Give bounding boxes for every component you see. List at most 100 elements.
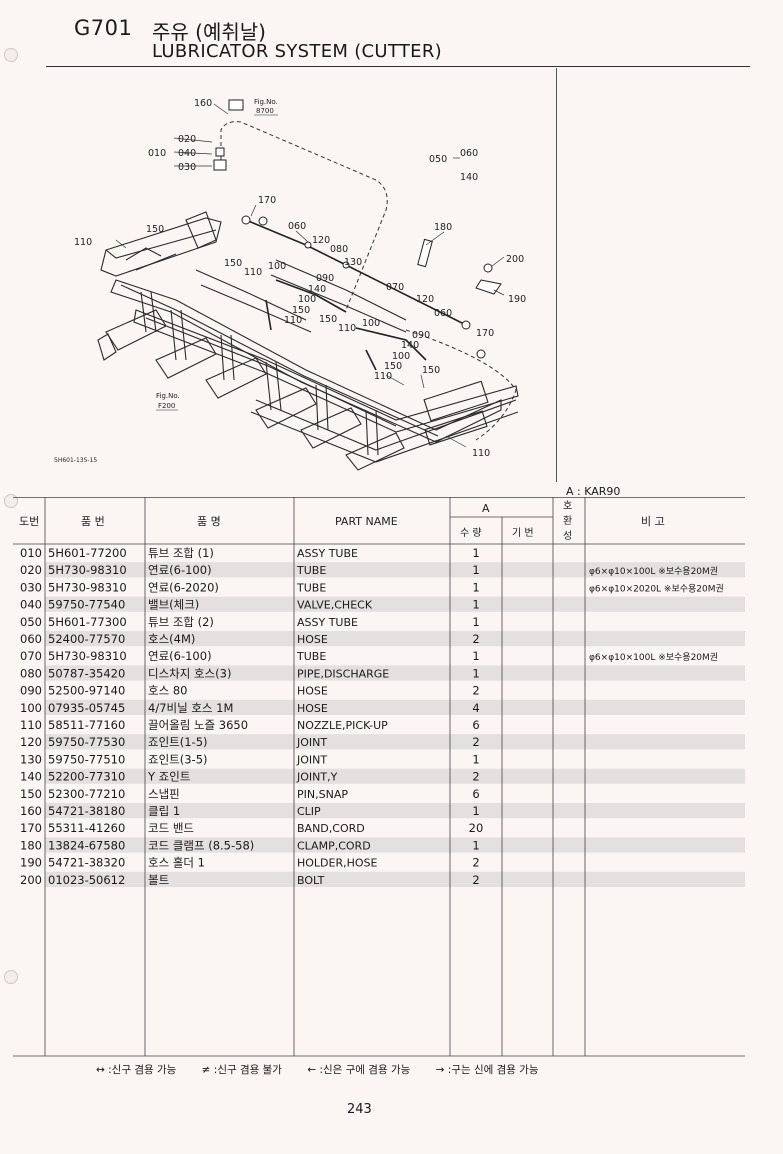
header-model-a: A <box>482 502 490 515</box>
callout-110: 110 <box>338 323 356 334</box>
row-shade <box>45 699 745 715</box>
binder-hole <box>4 48 18 62</box>
callout-110: 110 <box>284 315 302 326</box>
korean-name: 스냅핀 <box>148 787 180 801</box>
part-number: 13824-67580 <box>48 838 125 852</box>
callout-180: 180 <box>434 222 452 233</box>
quantity: 2 <box>472 684 479 698</box>
part-name: ASSY TUBE <box>297 616 358 629</box>
quantity: 6 <box>472 718 479 732</box>
row-number: 170 <box>20 821 42 835</box>
part-number: 5H730-98310 <box>48 649 127 663</box>
quantity: 6 <box>472 787 479 801</box>
callout-120: 120 <box>312 235 330 246</box>
row-number: 120 <box>20 735 42 749</box>
korean-name: 연료(6-2020) <box>148 580 219 594</box>
callout-190: 190 <box>508 294 526 305</box>
quantity: 1 <box>472 804 479 818</box>
row-number: 100 <box>20 701 42 715</box>
quantity: 4 <box>472 701 479 715</box>
part-number: 07935-05745 <box>48 701 125 715</box>
korean-name: 호스(4M) <box>148 632 195 646</box>
korean-name: 볼트 <box>148 873 169 887</box>
quantity: 1 <box>472 752 479 766</box>
header-part-name: PART NAME <box>335 515 398 528</box>
header-interchange: 호 <box>563 500 572 512</box>
callout-090: 090 <box>412 330 430 341</box>
row-shade <box>45 803 745 819</box>
callout-060: 060 <box>288 221 306 232</box>
korean-name: 클립 1 <box>148 804 180 818</box>
part-name: JOINT,Y <box>296 771 338 784</box>
callout-090: 090 <box>316 273 334 284</box>
quantity: 2 <box>472 873 479 887</box>
row-number: 030 <box>20 580 42 594</box>
part-name: HOSE <box>297 633 328 646</box>
part-number: 59750-77510 <box>48 752 125 766</box>
title-korean: 주유 (예취날) <box>152 20 266 44</box>
row-number: 070 <box>20 649 42 663</box>
korean-name: 밸브(체크) <box>148 598 199 612</box>
remark: φ6×φ10×100L ※보수용20M권 <box>589 651 718 663</box>
korean-name: 디스차지 호스(3) <box>148 666 231 680</box>
callout-130: 130 <box>344 257 362 268</box>
part-name: CLIP <box>297 805 321 818</box>
part-number: 52300-77210 <box>48 787 125 801</box>
part-name: HOLDER,HOSE <box>297 857 378 870</box>
row-number: 180 <box>20 838 42 852</box>
quantity: 2 <box>472 735 479 749</box>
callout-070: 070 <box>386 282 404 293</box>
callout-100: 100 <box>268 261 286 272</box>
korean-name: 연료(6-100) <box>148 563 212 577</box>
part-name: JOINT <box>296 753 327 766</box>
part-name: VALVE,CHECK <box>297 599 373 612</box>
row-number: 130 <box>20 752 42 766</box>
leader-lines <box>115 103 505 448</box>
legend-item: → :구는 신에 겸용 가능 <box>435 1064 539 1076</box>
callout-100: 100 <box>362 318 380 329</box>
quantity: 1 <box>472 580 479 594</box>
callout-100: 100 <box>298 294 316 305</box>
part-number: 50787-35420 <box>48 666 125 680</box>
part-name: TUBE <box>296 581 326 594</box>
callout-160: 160 <box>194 98 212 109</box>
title-english: LUBRICATOR SYSTEM (CUTTER) <box>152 41 442 62</box>
row-number: 150 <box>20 787 42 801</box>
callout-080: 080 <box>330 244 348 255</box>
header-remarks: 비 고 <box>641 515 665 528</box>
row-number: 020 <box>20 563 42 577</box>
part-number: 5H601-77300 <box>48 615 127 629</box>
part-number: 54721-38180 <box>48 804 125 818</box>
row-number: 050 <box>20 615 42 629</box>
part-number: 59750-77540 <box>48 598 125 612</box>
korean-name: 호스 80 <box>148 684 187 698</box>
quantity: 1 <box>472 666 479 680</box>
korean-name: 코드 밴드 <box>148 821 194 835</box>
row-shade <box>45 768 745 784</box>
part-name: JOINT <box>296 736 327 749</box>
row-shade <box>45 837 745 853</box>
part-number: 52200-77310 <box>48 770 125 784</box>
callout-140: 140 <box>460 172 478 183</box>
header-rule <box>46 66 750 67</box>
fig-ref-value: 8700 <box>256 107 274 115</box>
quantity: 2 <box>472 632 479 646</box>
callout-110: 110 <box>74 237 92 248</box>
part-name: CLAMP,CORD <box>297 839 371 852</box>
quantity: 1 <box>472 563 479 577</box>
quantity: 1 <box>472 649 479 663</box>
korean-name: 튜브 조합 (1) <box>148 546 214 560</box>
quantity: 20 <box>469 821 484 835</box>
